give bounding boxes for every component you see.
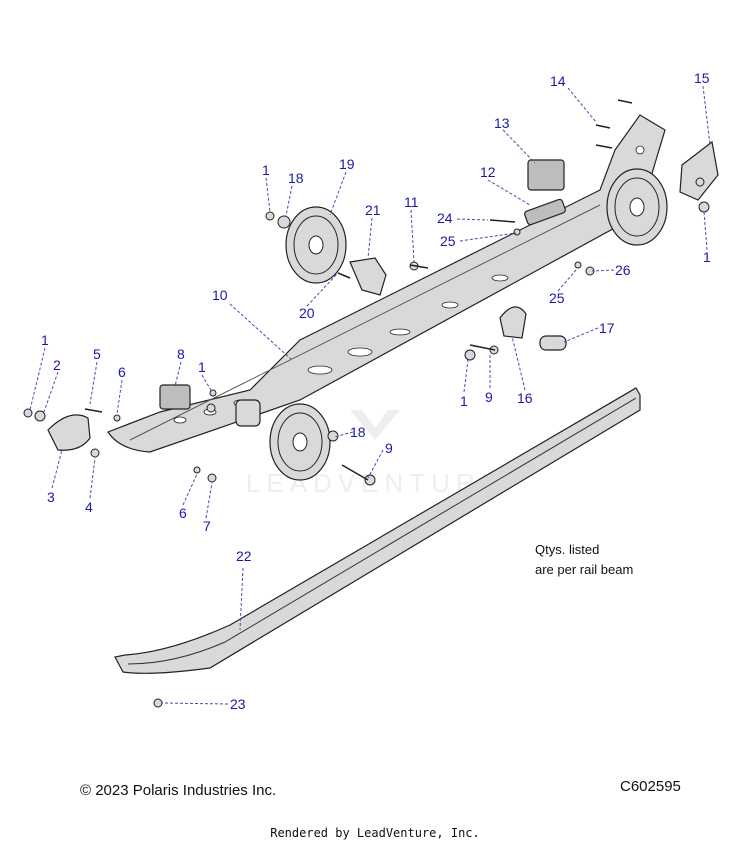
callout-17: 17 — [599, 320, 615, 336]
callout-19: 19 — [339, 156, 355, 172]
block-13[interactable] — [527, 159, 565, 191]
callout-6: 6 — [118, 364, 126, 380]
callout-1: 1 — [41, 332, 49, 348]
rail-beam[interactable] — [107, 114, 666, 453]
callout-3: 3 — [47, 489, 55, 505]
callout-6b: 6 — [179, 505, 187, 521]
plate-15[interactable] — [679, 140, 719, 201]
callout-24: 24 — [437, 210, 453, 226]
note-line-1: Qtys. listed — [535, 542, 600, 557]
callout-25b: 25 — [549, 290, 565, 306]
note-line-2: are per rail beam — [535, 562, 634, 577]
callout-21: 21 — [365, 202, 381, 218]
callout-11: 11 — [404, 194, 419, 210]
callout-12: 12 — [480, 164, 496, 180]
diagram-code: C602595 — [620, 778, 681, 795]
wheel-right[interactable] — [606, 168, 668, 246]
callouts: 1 2 3 4 5 6 8 1 6 7 10 1 18 19 20 21 11 … — [41, 70, 711, 712]
callout-15: 15 — [694, 70, 710, 86]
callout-9b: 9 — [385, 440, 393, 456]
callout-18b: 18 — [350, 424, 366, 440]
slide-rail[interactable] — [114, 387, 641, 674]
wheel-upper-left[interactable] — [285, 206, 347, 284]
pin-17[interactable] — [539, 335, 567, 351]
callout-1b: 1 — [198, 359, 206, 375]
callout-22: 22 — [236, 548, 252, 564]
callout-13: 13 — [494, 115, 510, 131]
callout-25: 25 — [440, 233, 456, 249]
callout-8: 8 — [177, 346, 185, 362]
wheel-lower-left[interactable] — [269, 403, 331, 481]
callout-4: 4 — [85, 499, 93, 515]
callout-2: 2 — [53, 357, 61, 373]
callout-1e: 1 — [460, 393, 468, 409]
callout-1c: 1 — [262, 162, 270, 178]
callout-9: 9 — [485, 389, 493, 405]
callout-20: 20 — [299, 305, 315, 321]
callout-26: 26 — [615, 262, 631, 278]
quantity-note: Qtys. listed are per rail beam — [535, 540, 633, 580]
bolts — [84, 99, 633, 481]
copyright-text: © 2023 Polaris Industries Inc. — [80, 782, 277, 799]
cam-16[interactable] — [499, 306, 527, 339]
bolt-group — [23, 177, 710, 708]
callout-7: 7 — [203, 518, 211, 534]
leader-lines — [29, 85, 711, 705]
callout-16: 16 — [517, 390, 533, 406]
spacer-axle[interactable] — [235, 399, 261, 427]
callout-14: 14 — [550, 73, 566, 89]
callout-5: 5 — [93, 346, 101, 362]
callout-1d: 1 — [703, 249, 711, 265]
block-8[interactable] — [159, 384, 191, 410]
callout-10: 10 — [212, 287, 228, 303]
callout-18: 18 — [288, 170, 304, 186]
bracket-21[interactable] — [349, 257, 387, 296]
rendered-by-text: Rendered by LeadVenture, Inc. — [270, 826, 480, 840]
bumper-3[interactable] — [47, 414, 91, 451]
callout-23: 23 — [230, 696, 246, 712]
spacer-12[interactable] — [524, 198, 566, 226]
